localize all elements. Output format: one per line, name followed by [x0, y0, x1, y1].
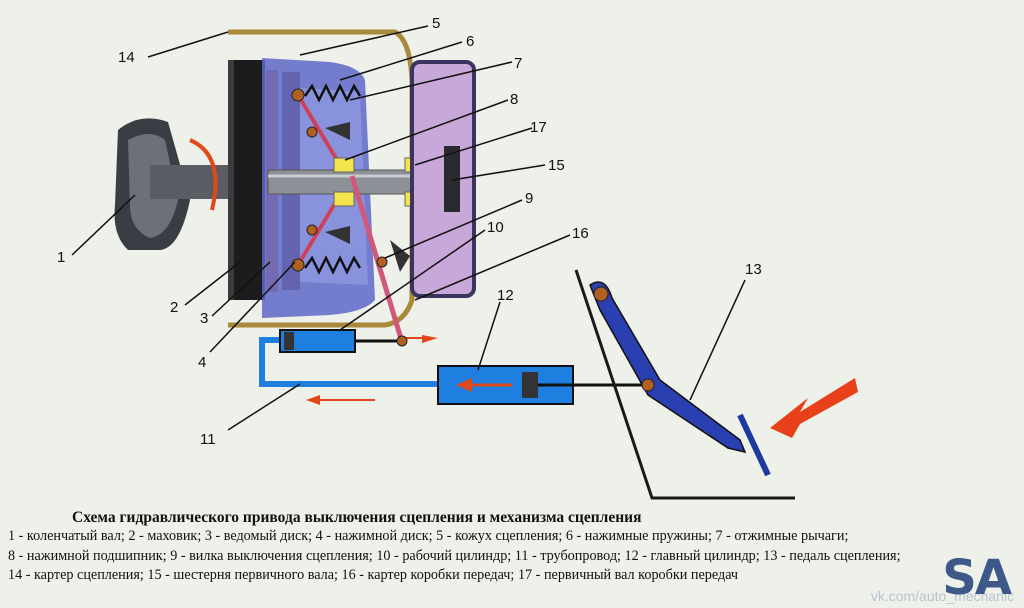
- clutch-diagram: 1 2 3 4 5 6 7 8 17 15 9 10 16 13 12 11 1…: [57, 15, 858, 500]
- legend-item-3: 3 - ведомый диск;: [204, 528, 313, 544]
- callout-2: 2: [170, 299, 178, 316]
- callout-7: 7: [514, 55, 522, 72]
- callout-3: 3: [200, 310, 208, 327]
- legend-item-7: 7 - отжимные рычаги;: [715, 528, 849, 544]
- diagram-title: Схема гидравлического привода выключения…: [72, 509, 642, 526]
- callout-16: 16: [572, 225, 589, 242]
- legend-item-2: 2 - маховик;: [128, 528, 202, 544]
- callout-15: 15: [548, 157, 565, 174]
- legend-item-12: 12 - главный цилиндр;: [624, 547, 760, 564]
- primary-shaft-gear: [444, 146, 460, 212]
- callout-11: 11: [200, 431, 216, 448]
- flywheel: [228, 60, 265, 300]
- slave-cylinder: [279, 329, 408, 353]
- callout-4: 4: [198, 354, 206, 371]
- legend-item-1: 1 - коленчатый вал;: [8, 528, 125, 544]
- force-arrow: [770, 378, 858, 438]
- callout-10: 10: [487, 219, 504, 236]
- legend-item-4: 4 - нажимной диск;: [315, 528, 433, 544]
- callout-13: 13: [745, 261, 762, 278]
- release-bearing-bottom: [333, 191, 355, 207]
- crankshaft: [114, 118, 230, 250]
- legend-item-15: 15 - шестерня первичного вала;: [147, 567, 338, 583]
- watermark: vk.com/auto_mechanic: [870, 588, 1014, 604]
- pressure-spring-bottom: [303, 255, 362, 275]
- legend-item-14: 14 - картер сцепления;: [8, 567, 144, 583]
- release-fork: [349, 175, 405, 343]
- legend-item-11: 11 - трубопровод;: [514, 547, 621, 564]
- clutch-pedal: [574, 269, 795, 500]
- callout-5: 5: [432, 15, 440, 32]
- callout-9: 9: [525, 190, 533, 207]
- callout-6: 6: [466, 33, 474, 50]
- legend-item-9: 9 - вилка выключения сцепления;: [170, 547, 373, 564]
- legend-item-5: 5 - кожух сцепления;: [436, 528, 563, 544]
- leader-lines: [71, 25, 746, 431]
- legend-item-17: 17 - первичный вал коробки передач: [517, 567, 739, 583]
- gearbox-housing: [410, 60, 476, 298]
- legend: 1 - коленчатый вал; 2 - маховик; 3 - вед…: [8, 527, 1018, 586]
- sa-logo: SA: [942, 550, 1012, 606]
- legend-item-10: 10 - рабочий цилиндр;: [376, 547, 512, 564]
- legend-item-16: 16 - картер коробки передач;: [341, 567, 515, 583]
- callout-1: 1: [57, 249, 65, 266]
- hydraulic-line: [259, 337, 440, 387]
- callout-17: 17: [530, 119, 547, 136]
- release-bearing-top: [333, 157, 355, 173]
- pressure-spring-top: [303, 83, 362, 103]
- callout-8: 8: [510, 91, 518, 108]
- legend-item-8: 8 - нажимной подшипник;: [8, 547, 167, 564]
- release-levers: [296, 93, 342, 267]
- callout-12: 12: [497, 287, 514, 304]
- legend-item-6: 6 - нажимные пружины;: [565, 528, 712, 544]
- legend-item-13: 13 - педаль сцепления;: [763, 547, 901, 564]
- callout-14: 14: [118, 49, 135, 66]
- master-cylinder: [437, 365, 648, 405]
- diagram-caption: Схема гидравлического привода выключения…: [8, 508, 1018, 586]
